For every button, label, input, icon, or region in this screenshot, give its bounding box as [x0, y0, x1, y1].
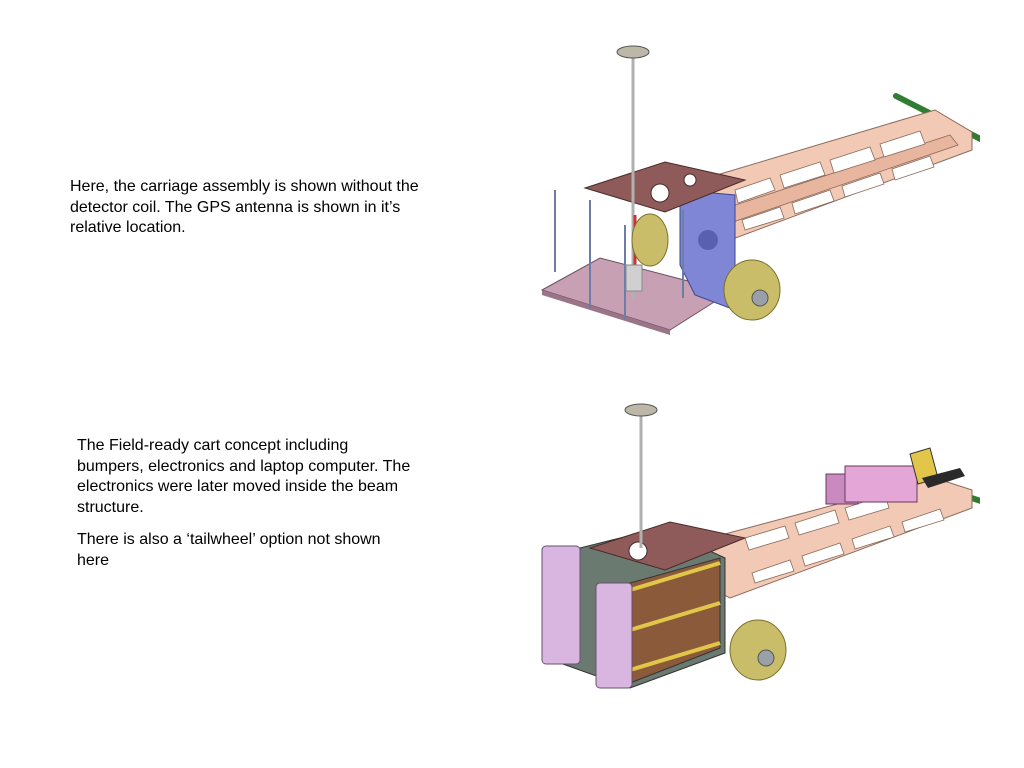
bottom-caption-paragraph-1: The Field-ready cart concept including b…	[77, 437, 411, 516]
top-plate	[588, 521, 747, 571]
support-posts	[554, 190, 684, 320]
gps-antenna	[616, 45, 650, 59]
electronics-box-large	[844, 465, 918, 503]
side-bracket	[679, 189, 736, 311]
carriage-assembly-illustration	[540, 45, 980, 335]
left-bumper	[541, 545, 581, 665]
bottom-caption: The Field-ready cart concept including b…	[77, 436, 417, 583]
field-ready-cart-illustration	[541, 403, 980, 689]
truss-beam	[699, 109, 973, 241]
gps-antenna	[624, 403, 658, 417]
truss-beam	[709, 477, 973, 599]
yellow-frame	[629, 561, 721, 672]
main-wheel	[723, 259, 781, 321]
right-bumper	[595, 582, 633, 689]
top-caption: Here, the carriage assembly is shown wit…	[70, 178, 419, 236]
rear-wheel	[631, 213, 669, 267]
main-wheel	[729, 619, 787, 681]
bottom-caption-paragraph-2: There is also a ‘tailwheel’ option not s…	[77, 531, 381, 569]
